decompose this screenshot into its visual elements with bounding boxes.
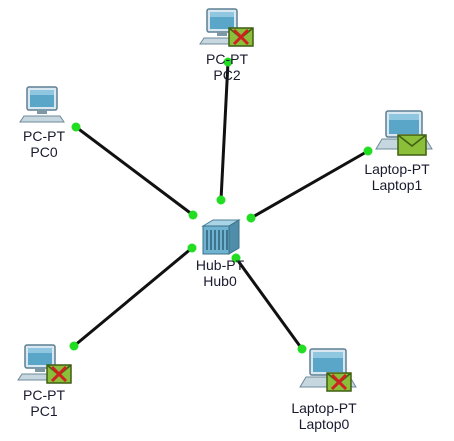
laptop1-name-label: Laptop1 [371, 177, 423, 193]
failed-pdu-envelope-icon[interactable] [228, 27, 254, 47]
link-pc0-hub0[interactable] [75, 125, 194, 217]
pc2-model-label: PC-PT [206, 51, 248, 67]
device-pc0[interactable] [19, 86, 70, 126]
link-light [216, 195, 226, 205]
failed-pdu-envelope-icon[interactable] [326, 372, 352, 392]
link-light [231, 253, 241, 263]
pdu-envelope-icon[interactable] [397, 134, 427, 156]
link-light [188, 210, 198, 220]
failed-pdu-envelope-icon[interactable] [46, 364, 72, 384]
link-light [246, 213, 256, 223]
hub0-model-label: Hub-PT [195, 257, 245, 273]
pc2-name-label: PC2 [213, 67, 241, 83]
pc1-name-label: PC1 [30, 403, 58, 419]
link-light [71, 122, 81, 132]
laptop0-name-label: Laptop0 [298, 416, 350, 432]
link-pc1-hub0[interactable] [73, 246, 193, 348]
pc0-model-label: PC-PT [23, 128, 65, 144]
link-light [297, 344, 307, 354]
link-laptop1-hub0[interactable] [250, 149, 369, 220]
link-light [223, 57, 233, 67]
pc1-model-label: PC-PT [23, 387, 65, 403]
device-hub0[interactable] [199, 218, 241, 258]
link-light [69, 341, 79, 351]
laptop0-model-label: Laptop-PT [291, 400, 357, 416]
link-pc2-hub0[interactable] [219, 61, 230, 201]
pc-icon [17, 344, 63, 381]
hub0-name-label: Hub0 [203, 273, 237, 289]
pc0-name-label: PC0 [30, 144, 58, 160]
device-pc1[interactable] [17, 344, 70, 384]
link-laptop0-hub0[interactable] [234, 257, 304, 350]
link-light [363, 146, 373, 156]
pc-icon [19, 86, 65, 123]
link-light [187, 243, 197, 253]
hub-icon [201, 219, 241, 255]
laptop1-model-label: Laptop-PT [364, 161, 430, 177]
